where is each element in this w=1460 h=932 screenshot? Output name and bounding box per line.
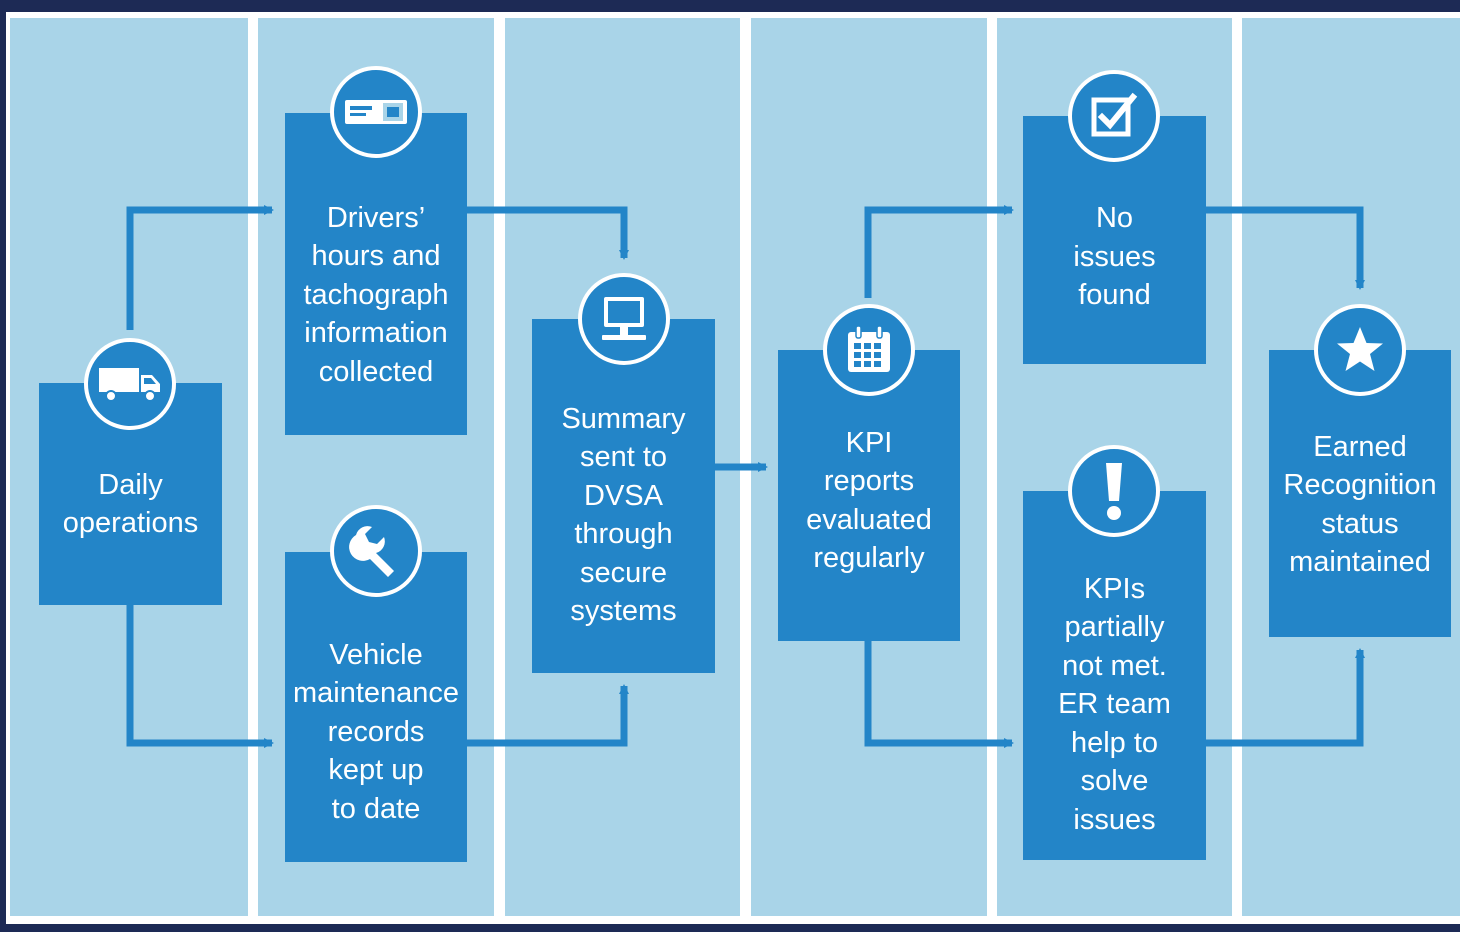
step-kpi-reports: KPI reports evaluated regularly <box>778 350 960 641</box>
computer-monitor-icon <box>578 273 670 365</box>
step-kpi-reports-label: KPI reports evaluated regularly <box>806 426 932 575</box>
arrow-daily-to-drivers <box>126 205 274 330</box>
exclamation-icon <box>1068 445 1160 537</box>
wrench-icon <box>330 505 422 597</box>
step-earned-recognition: Earned Recognition status maintained <box>1269 350 1451 637</box>
calendar-icon <box>823 304 915 396</box>
checkbox-icon <box>1068 70 1160 162</box>
arrow-kpis-partial-to-earned <box>1206 648 1365 747</box>
step-vehicle-maintenance-label: Vehicle maintenance records kept up to d… <box>292 638 460 825</box>
star-icon <box>1314 304 1406 396</box>
step-daily-operations-label: Daily operations <box>62 468 199 540</box>
step-summary-sent-label: Summary sent to DVSA through secure syst… <box>561 402 686 628</box>
step-earned-recognition-label: Earned Recognition status maintained <box>1283 430 1437 579</box>
step-drivers-hours-label: Drivers’ hours and tachograph informatio… <box>303 201 449 388</box>
step-kpis-partially-not-met-label: KPIs partially not met. ER team help to … <box>1058 572 1171 836</box>
step-drivers-hours: Drivers’ hours and tachograph informatio… <box>285 113 467 435</box>
arrow-drivers-to-summary <box>467 206 629 260</box>
arrow-no-issues-to-earned <box>1206 206 1365 290</box>
arrow-kpi-to-kpis-partial <box>864 641 1014 748</box>
arrow-daily-to-vehicle <box>126 605 274 748</box>
step-kpis-partially-not-met: KPIs partially not met. ER team help to … <box>1023 491 1206 860</box>
step-no-issues: No issues found <box>1023 116 1206 364</box>
tachograph-card-icon <box>330 66 422 158</box>
step-vehicle-maintenance: Vehicle maintenance records kept up to d… <box>285 552 467 862</box>
truck-icon <box>84 338 176 430</box>
step-summary-sent: Summary sent to DVSA through secure syst… <box>532 319 715 673</box>
arrow-vehicle-to-summary <box>467 684 629 747</box>
arrow-kpi-to-no-issues <box>864 205 1014 298</box>
step-no-issues-label: No issues found <box>1073 202 1156 312</box>
